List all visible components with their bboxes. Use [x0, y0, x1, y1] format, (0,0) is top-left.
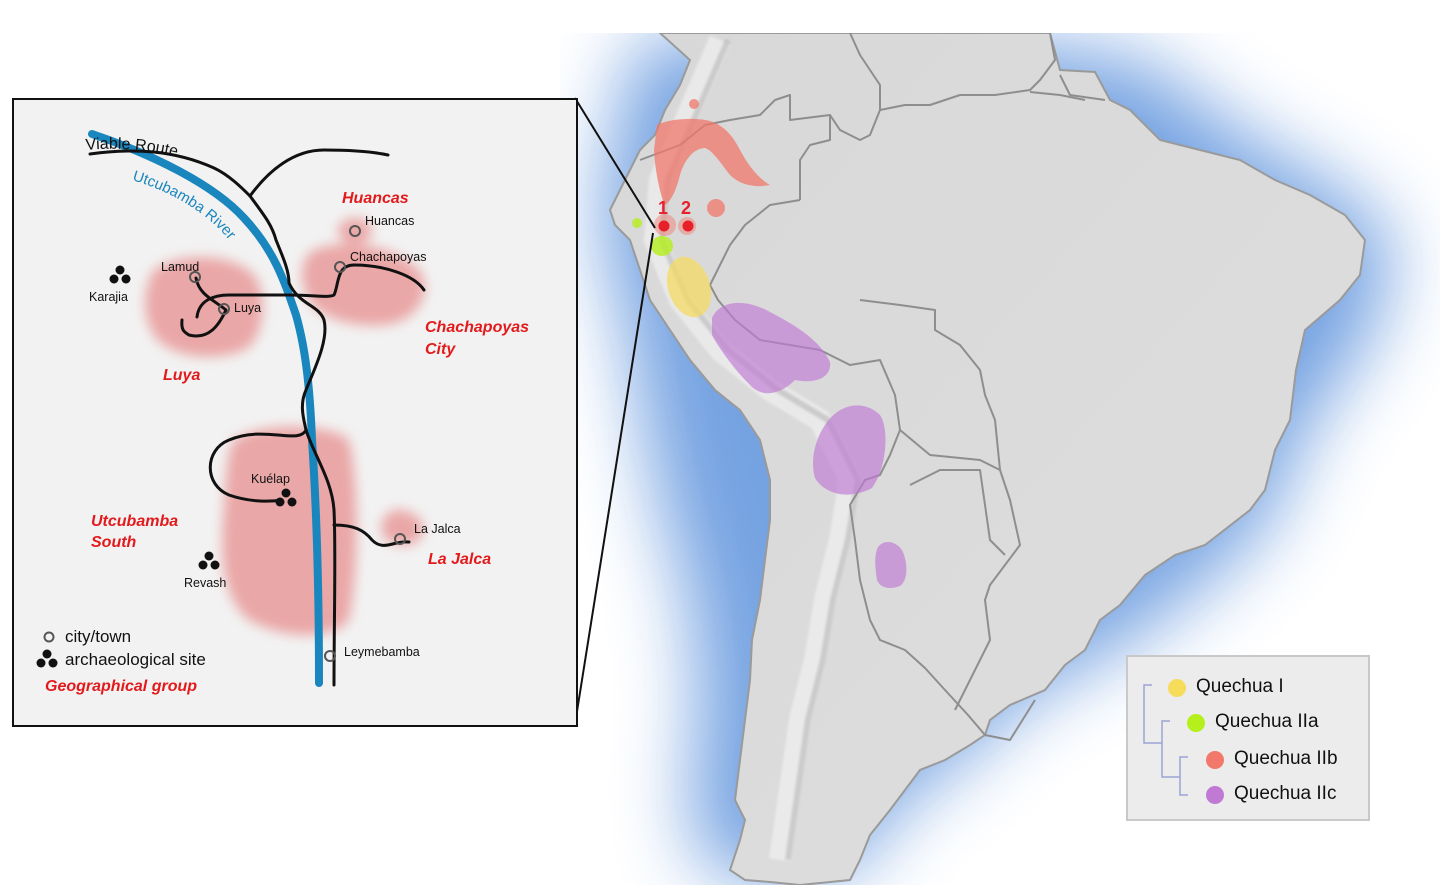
phylogeny-tree	[1143, 684, 1188, 796]
quechua-legend: Quechua I Quechua IIa Quechua IIb Quechu…	[1126, 655, 1370, 821]
inset-legend-town: city/town	[65, 627, 132, 646]
chachapoyas-area	[302, 244, 425, 326]
quechua-iic-region	[712, 302, 907, 588]
group-label-chachapoyas-city: City	[425, 341, 456, 358]
quechua-iia-dot	[1187, 714, 1205, 732]
marker-1-dot	[658, 220, 670, 232]
site-label-kuelap: Kuélap	[251, 472, 290, 486]
quechua-iib-region	[654, 99, 770, 236]
group-label-chachapoyas: Chachapoyas	[425, 319, 530, 336]
quechua-i-label: Quechua I	[1196, 676, 1284, 697]
inset-map-drawing: Viable Route Utcubamba River	[36, 130, 426, 687]
quechua-iic-label: Quechua IIc	[1234, 783, 1337, 804]
marker-2-dot	[682, 220, 694, 232]
inset-legend-site: archaeological site	[65, 650, 206, 669]
quechua-iib-label: Quechua IIb	[1234, 748, 1338, 769]
town-label-la-jalca: La Jalca	[414, 522, 461, 536]
town-label-chachapoyas: Chachapoyas	[350, 250, 427, 264]
site-label-revash: Revash	[184, 576, 227, 590]
quechua-iic-dot	[1206, 786, 1224, 804]
utcubamba-river	[88, 130, 323, 687]
quechua-iia-label: Quechua IIa	[1215, 711, 1319, 732]
andes-relief	[643, 35, 862, 862]
utcubamba-south-area	[222, 426, 357, 635]
marker-2-label: 2	[681, 198, 692, 218]
group-areas	[145, 218, 425, 635]
continent-landmass	[608, 33, 1367, 885]
la-jalca-area	[381, 509, 424, 546]
group-label-luya: Luya	[163, 367, 201, 384]
town-label-luya: Luya	[234, 301, 262, 315]
inset-legend-group: Geographical group	[45, 678, 198, 695]
viable-route-roads	[88, 148, 426, 687]
inset-connector-top	[574, 97, 656, 229]
town-markers	[43, 225, 406, 662]
huancas-area	[338, 218, 372, 244]
luya-area	[145, 257, 263, 357]
site-label-karajia: Karajia	[89, 290, 128, 304]
quechua-iia-region	[632, 218, 673, 256]
town-label-leymebamba: Leymebamba	[344, 645, 420, 659]
town-label-lamud: Lamud	[161, 260, 200, 274]
quechua-i-region	[666, 256, 712, 318]
quechua-i-dot	[1168, 679, 1186, 697]
inset-connector-bottom	[574, 232, 654, 725]
viable-route-label: Viable Route	[85, 136, 180, 161]
group-label-utcubamba: Utcubamba	[91, 513, 179, 530]
marker-1-label: 1	[658, 198, 669, 218]
town-label-huancas: Huancas	[365, 214, 415, 228]
inset-map-panel: Viable Route Utcubamba River Huancas Cha…	[12, 98, 578, 727]
group-label-la-jalca: La Jalca	[428, 551, 492, 568]
group-label-utcubamba-south: South	[91, 534, 137, 551]
group-label-huancas: Huancas	[342, 190, 409, 207]
site-markers	[36, 265, 297, 668]
quechua-iib-dot	[1206, 751, 1224, 769]
